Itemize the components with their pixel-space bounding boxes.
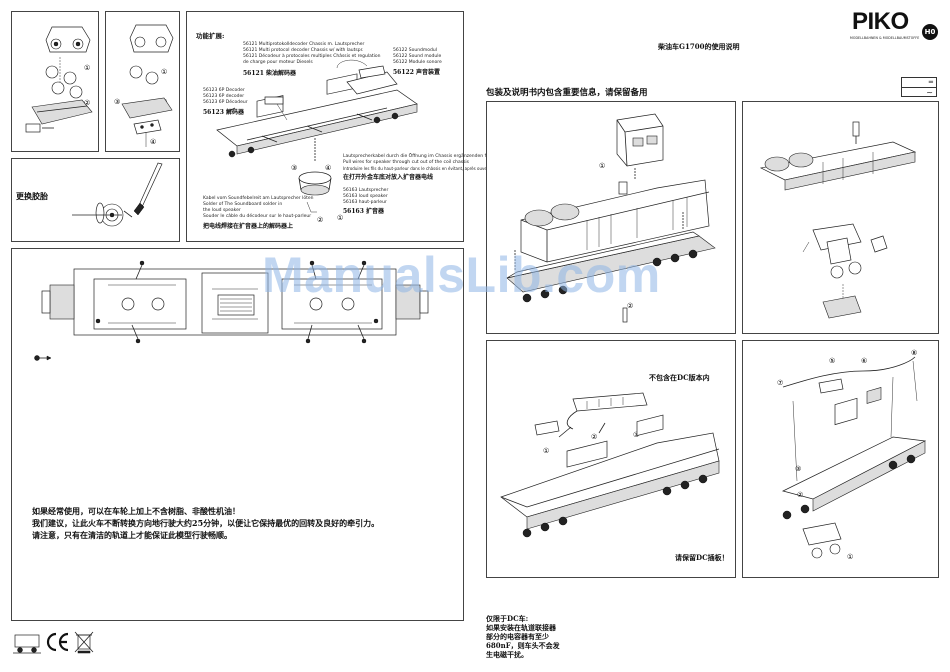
bogie-exploded-diagram-1: ① ② [25,26,93,133]
chassis-detail-diagram [759,121,917,319]
brand-badge: H0 [922,24,938,40]
svg-text:①: ① [847,553,853,561]
lube-text-2: 我们建议，让此火车不断转换方向地行驶大约25分钟，以便让它保持最优的回转及良好的… [32,518,380,528]
bogie-exploded-diagram-2: ① ③ ② ④ [114,24,174,147]
svg-text:①: ① [543,447,549,455]
svg-text:⑦: ⑦ [777,379,783,387]
rail-symbol-ac: ~ [926,88,933,97]
function-title: 功能扩展: [196,32,225,40]
brand-tagline: MODELLBAHNEN & MODELLBAUMSTOFFE [850,36,920,40]
speaker-list-line-0: 56163 Lautsprecher [343,188,389,193]
wiring-detail-diagram: ⑦ ⑤ ⑥ ⑧ ③ ② ① [777,349,927,561]
svg-text:①: ① [161,68,167,76]
solder-note-line-1: Solder of The Soundboard solder in [203,202,283,207]
tire-change-diagram [72,162,163,227]
speaker-label: 56163 扩音器 [343,208,384,215]
svg-text:④: ④ [325,164,331,172]
svg-text:③: ③ [291,164,297,172]
rail-symbol-dc: ═ [902,78,936,88]
decoder-list-line-2: 56123 6P Décodeur [203,100,248,105]
svg-text:①: ① [599,162,605,170]
decoder-list-line-0: 56123 6P Decoder [203,88,245,93]
speaker-note-line-1: Pull wires for speaker through cut out o… [343,160,470,165]
rail-symbols: ═ ~ [901,77,937,97]
speaker-list-line-1: 56163 loud speaker [343,194,388,199]
bottom-note-line-4: 生电磁干扰。 [486,650,528,659]
bottom-note-line-1: 如果安装在轨道联接器 [486,623,556,632]
tire-change-title: 更换胶胎 [16,191,48,201]
solder-note-cn: 把电线焊接在扩音器上的解码器上 [203,223,294,230]
module-list-1-line-2: 56121 Décodeur à protocoles multiples Ch… [243,54,381,59]
brand-logo-text: PIKO [852,8,909,35]
module-label-1: 56121 柴油解码器 [243,70,296,77]
decoder-label: 56123 解码器 [203,109,244,116]
svg-text:②: ② [317,216,323,224]
panel-bogie-2: ① ③ ② ④ [105,11,180,152]
svg-text:②: ② [627,302,633,310]
arrow-icon [34,355,52,361]
panel-tire-change: 更换胶胎 [11,158,180,242]
lube-text-3: 请注意，只有在清洁的轨道上才能保证此模型行驶畅顺。 [32,530,232,540]
solder-note-line-3: Souder le câble du décodeur sur le haut-… [203,214,312,219]
module-list-2-line-0: 56122 Soundmodul [393,48,438,53]
speaker-note-line-2: Introduire les fils du haut-parleur dans… [343,166,497,171]
svg-text:⑧: ⑧ [911,349,917,357]
chassis-decoder-diagram: ③ ④ ② ① [216,59,418,224]
body-removal-diagram: ① ② [506,113,716,323]
module-list-1-line-1: 56121 Multi protocol decoder Chassis w/ … [243,48,364,53]
svg-text:①: ① [337,214,343,222]
svg-text:①: ① [84,64,90,72]
dc-footer: 请保留DC插板！ [675,553,729,562]
panel-chassis-detail [742,101,939,334]
speaker-note-cn: 在打开外金车底对放入扩音器电线 [343,174,434,181]
bottom-note-line-2: 部分的电容器有至少 [486,632,549,641]
dc-title: 不包含在DC版本内 [649,373,710,382]
solder-note-line-0: Kabel vom Soundfebelreit am Lautsprecher… [203,196,314,201]
module-list-2-line-1: 56122 Sound module [393,54,442,59]
svg-text:③: ③ [633,431,639,439]
module-label-2: 56122 声音装置 [393,69,440,76]
panel-body-removal: ① ② [486,101,736,334]
module-list-1-line-3: de charge pour moteur Diesels [243,60,313,65]
panel-top-view-lubrication: 如果经常使用，可以在车轮上加上不含树脂、非酸性机油！ 我们建议，让此火车不断转换… [11,248,464,621]
brand-logo: PIKO H0 MODELLBAHNEN & MODELLBAUMSTOFFE [850,8,940,40]
svg-text:②: ② [591,433,597,441]
svg-text:③: ③ [114,98,120,106]
locomotive-top-view-diagram [41,260,429,344]
weee-bin-icon [74,630,94,654]
dc-plate-diagram: ② ③ ① [500,392,720,538]
module-list-2-line-2: 56122 Module sonore [393,60,442,65]
train-icon [13,632,41,654]
panel-dc-plate: 不包含在DC版本内 请保留DC插板！ ② ③ ① [486,340,736,578]
panel-bogie-1: ① ② [11,11,99,152]
bottom-note-line-3: 680nF，则车头不会发 [486,641,560,650]
lube-text-1: 如果经常使用，可以在车轮上加上不含树脂、非酸性机油！ [32,506,240,516]
watermark: ManualsLib.com [262,247,661,303]
svg-text:③: ③ [795,465,801,473]
panel-function-extension: 功能扩展: 56121 Multiprotokolldecoder Chassi… [186,11,499,242]
solder-note-line-2: the loud speaker [203,208,241,213]
speaker-list-line-2: 56163 haut-parleur [343,200,387,205]
page-title: 柴油车G1700的使用说明 [658,42,740,51]
svg-text:⑥: ⑥ [861,357,867,365]
module-list-1-line-0: 56121 Multiprotokolldecoder Chassis m. L… [243,42,365,47]
svg-text:②: ② [84,99,90,107]
svg-text:⑤: ⑤ [829,357,835,365]
notice-text: 包装及说明书内包含重要信息，请保留备用 [486,88,648,98]
bottom-note-line-0: 仅限于DC车: [486,614,529,623]
svg-text:④: ④ [150,138,156,146]
ce-mark [46,630,70,654]
decoder-list-line-1: 56123 6P decoder [203,94,245,99]
svg-text:②: ② [797,491,803,499]
panel-wiring-detail: ⑦ ⑤ ⑥ ⑧ ③ ② ① [742,340,939,578]
speaker-note-line-0: Lautsprecherkabel durch die Öffnung im C… [343,154,499,159]
